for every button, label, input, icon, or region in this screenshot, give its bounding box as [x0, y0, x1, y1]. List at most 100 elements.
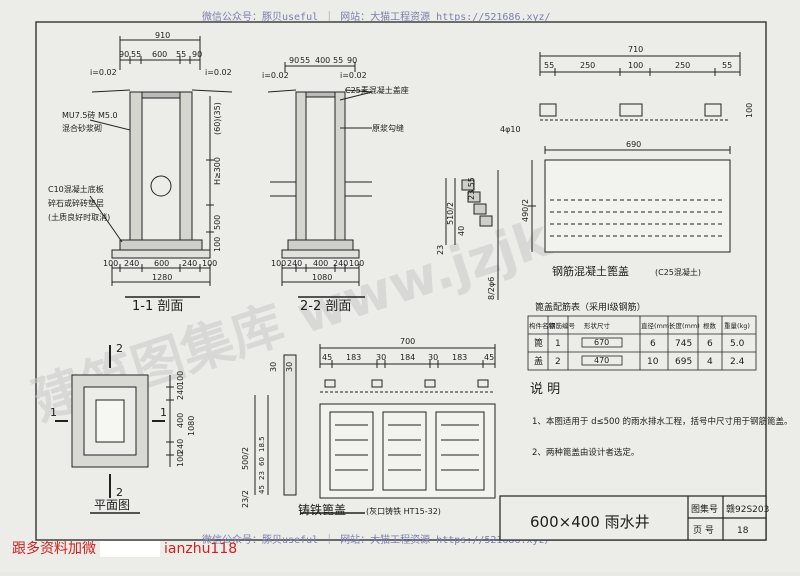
svg-text:5.0: 5.0 — [730, 339, 745, 349]
rc-cover-text: 710 55 250 100 250 55 4φ10 690 8/2φ6 510… — [436, 45, 754, 300]
cast-cover-subtitle: (灰口铸铁 HT15-32) — [366, 506, 441, 516]
svg-text:250: 250 — [675, 61, 690, 70]
svg-text:C25素混凝土盖座: C25素混凝土盖座 — [345, 85, 409, 95]
svg-text:1280: 1280 — [152, 273, 172, 282]
section-2-2 — [267, 62, 373, 298]
svg-text:2: 2 — [555, 357, 561, 367]
svg-text:90: 90 — [347, 56, 357, 65]
svg-text:构件名称: 构件名称 — [529, 321, 556, 330]
svg-text:100: 100 — [176, 371, 185, 386]
svg-text:745: 745 — [675, 339, 692, 349]
svg-text:30: 30 — [285, 362, 294, 372]
svg-text:i=0.02: i=0.02 — [340, 71, 367, 80]
promo-right: ianzhu118 — [164, 541, 238, 557]
svg-text:形状尺寸: 形状尺寸 — [584, 321, 611, 330]
title-block — [499, 495, 767, 541]
svg-text:100: 100 — [213, 237, 222, 252]
svg-text:直径(mm): 直径(mm) — [641, 321, 672, 330]
promo-blank — [100, 541, 160, 557]
svg-text:490/2: 490/2 — [521, 199, 530, 222]
svg-text:长度(mm): 长度(mm) — [669, 321, 700, 330]
svg-text:100: 100 — [628, 61, 643, 70]
title-block-text: 600×400 雨水井 图集号 赣92S203 页 号 18 — [530, 503, 769, 536]
section-1-1 — [89, 36, 233, 298]
rebar-table-text: 构件名称 钢筋编号 形状尺寸 直径(mm) 长度(mm) 根数 重量(kg) 篦… — [529, 321, 750, 367]
svg-text:1080: 1080 — [312, 273, 332, 282]
sheet-border — [35, 21, 767, 541]
section-1-1-text: 910 90 55 600 55 90 i=0.02 i=0.02 MU7.5砖… — [48, 31, 232, 282]
note-1: 1、本图适用于 d≤500 的雨水排水工程，括号中尺寸用于钢筋篦盖。 — [532, 416, 793, 427]
svg-text:510/2: 510/2 — [446, 202, 455, 225]
svg-text:240: 240 — [287, 259, 302, 268]
slope-right: i=0.02 — [205, 68, 232, 77]
svg-text:90: 90 — [192, 50, 202, 59]
rc-cover-grade: (C25混凝土) — [655, 267, 701, 277]
svg-text:240: 240 — [333, 259, 348, 268]
section-2-2-title: 2-2 剖面 — [300, 299, 351, 314]
svg-text:原浆勾缝: 原浆勾缝 — [372, 123, 404, 133]
svg-text:碎石或碎砖垫层: 碎石或碎砖垫层 — [48, 198, 104, 208]
svg-text:690: 690 — [626, 140, 641, 149]
svg-text:(土质良好时取消): (土质良好时取消) — [48, 212, 110, 222]
svg-text:i=0.02: i=0.02 — [262, 71, 289, 80]
svg-text:183: 183 — [346, 353, 361, 362]
svg-text:90: 90 — [289, 56, 299, 65]
svg-text:183: 183 — [452, 353, 467, 362]
svg-text:55: 55 — [333, 56, 343, 65]
svg-text:184: 184 — [400, 353, 415, 362]
svg-text:23: 23 — [436, 245, 445, 255]
svg-text:240: 240 — [176, 439, 185, 454]
svg-text:55: 55 — [722, 61, 732, 70]
svg-text:4φ10: 4φ10 — [500, 125, 521, 134]
svg-text:30: 30 — [269, 362, 278, 372]
svg-text:600: 600 — [152, 50, 167, 59]
svg-text:250: 250 — [580, 61, 595, 70]
svg-text:图集号: 图集号 — [691, 503, 718, 515]
cast-cover-title: 铸铁篦盖 — [298, 502, 346, 517]
svg-text:页 号: 页 号 — [693, 525, 714, 536]
svg-text:1080: 1080 — [187, 416, 196, 436]
svg-text:400: 400 — [315, 56, 330, 65]
plan-text: 2 2 1 1 100 240 400 240 100 1080 — [50, 342, 196, 499]
svg-text:H≥300: H≥300 — [213, 157, 222, 185]
svg-text:700: 700 — [400, 337, 415, 346]
rc-cover — [445, 52, 741, 300]
svg-text:23/2: 23/2 — [241, 490, 250, 508]
svg-text:MU7.5砖 M5.0: MU7.5砖 M5.0 — [62, 110, 118, 120]
rebar-table-caption: 篦盖配筋表（采用Ⅰ级钢筋） — [535, 301, 646, 313]
top-watermark: 微信公众号：豚贝useful ｜ 网站：大猫工程资源 https://52168… — [202, 10, 551, 23]
section-2-2-text: 90 55 400 55 90 i=0.02 i=0.02 C25素混凝土盖座 … — [262, 56, 409, 282]
rc-cover-title: 钢筋混凝土篦盖 — [552, 264, 629, 278]
section-1-1-title: 1-1 剖面 — [132, 299, 183, 314]
svg-text:100: 100 — [745, 103, 754, 118]
svg-text:2: 2 — [116, 342, 123, 355]
svg-text:23: 23 — [258, 471, 266, 480]
svg-text:240: 240 — [124, 259, 139, 268]
svg-text:100: 100 — [176, 452, 185, 467]
svg-text:4: 4 — [707, 357, 713, 367]
svg-text:30: 30 — [376, 353, 386, 362]
svg-text:6: 6 — [707, 339, 713, 349]
svg-text:500: 500 — [213, 215, 222, 230]
slope-left: i=0.02 — [90, 68, 117, 77]
svg-text:100: 100 — [202, 259, 217, 268]
svg-text:40: 40 — [457, 226, 466, 236]
svg-text:6: 6 — [650, 339, 656, 349]
dim-total-910: 910 — [155, 31, 170, 40]
svg-text:695: 695 — [675, 357, 692, 367]
svg-text:400: 400 — [176, 413, 185, 428]
svg-text:钢筋编号: 钢筋编号 — [549, 321, 576, 330]
bottom-watermark: 微信公众号：豚贝useful ｜ 网站：大猫工程资源 https://52168… — [202, 533, 551, 546]
cast-cover — [254, 344, 496, 514]
svg-text:45: 45 — [484, 353, 494, 362]
svg-text:(60)(35): (60)(35) — [213, 102, 222, 135]
svg-text:23.55: 23.55 — [467, 177, 476, 200]
drawing-title: 600×400 雨水井 — [530, 513, 650, 531]
svg-text:45: 45 — [258, 485, 266, 494]
plan-title: 平面图 — [94, 498, 130, 512]
svg-text:240: 240 — [176, 385, 185, 400]
svg-text:10: 10 — [647, 357, 659, 367]
svg-text:470: 470 — [594, 356, 609, 365]
svg-text:240: 240 — [182, 259, 197, 268]
